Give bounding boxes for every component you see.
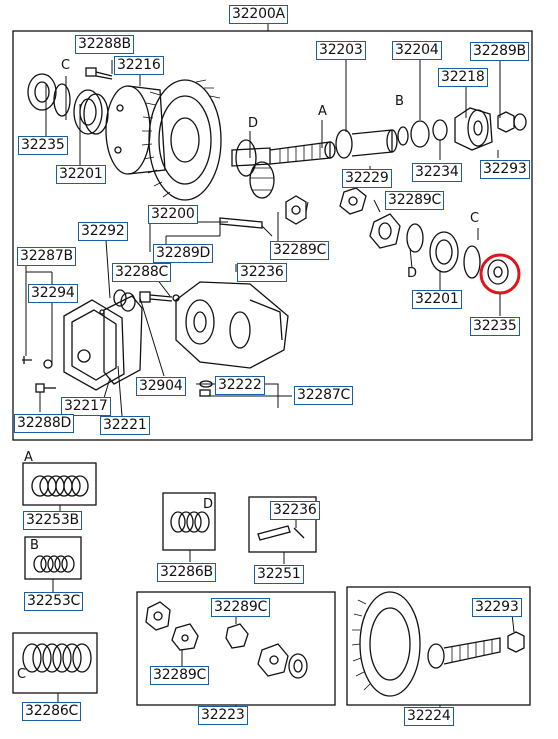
ring-pinion-set (346, 586, 531, 708)
letter-d-pinion: D (248, 116, 259, 131)
label-32234[interactable]: 32234 (412, 163, 462, 182)
label-32216[interactable]: 32216 (114, 56, 164, 75)
label-32289c-d[interactable]: 32289C (150, 666, 210, 685)
rear-cover (63, 299, 125, 391)
shim-c-right (463, 245, 481, 279)
label-32217[interactable]: 32217 (61, 397, 111, 416)
pinion-nut (497, 111, 527, 133)
label-32292[interactable]: 32292 (78, 222, 128, 241)
label-32235-right[interactable]: 32235 (470, 317, 520, 336)
label-32223[interactable]: 32223 (198, 706, 248, 725)
diff-gear-kit (136, 591, 336, 708)
label-32218[interactable]: 32218 (438, 68, 488, 87)
label-32288c[interactable]: 32288C (112, 263, 172, 282)
letter-b-shaft: B (395, 94, 404, 109)
letter-b-pack: B (30, 538, 39, 553)
label-32286c[interactable]: 32286C (22, 702, 82, 721)
label-32293-top[interactable]: 32293 (480, 160, 530, 179)
highlight-circle (479, 253, 521, 295)
letter-a-shaft: A (318, 104, 327, 119)
pinion-shaft (219, 217, 273, 237)
letter-d-pack: D (203, 497, 214, 512)
pinion-shaft-kit (248, 496, 317, 564)
letter-d-right: D (407, 266, 418, 281)
letter-c-pack: C (17, 667, 27, 682)
letter-c-right: C (470, 211, 480, 226)
diff-pinion-gears (285, 187, 367, 225)
gasket (103, 295, 143, 385)
label-32224[interactable]: 32224 (404, 707, 454, 726)
label-32253b[interactable]: 32253B (23, 511, 82, 530)
label-32287c[interactable]: 32287C (294, 386, 354, 405)
label-32235-top[interactable]: 32235 (18, 136, 68, 155)
label-32221[interactable]: 32221 (100, 416, 150, 435)
label-32289b[interactable]: 32289B (470, 42, 529, 61)
washer-d-right (406, 223, 424, 253)
breather (199, 380, 213, 397)
label-32289c-a[interactable]: 32289C (385, 191, 445, 210)
shim-pack-b (24, 536, 82, 592)
label-32251[interactable]: 32251 (254, 565, 304, 584)
label-32229[interactable]: 32229 (342, 169, 392, 188)
label-32289d[interactable]: 32289D (153, 244, 214, 263)
side-gear-right (369, 213, 401, 249)
pinion-assembly (231, 119, 448, 177)
shim-pack-c (12, 632, 98, 702)
small-bolts-left (22, 356, 56, 393)
label-32289c-b[interactable]: 32289C (270, 241, 330, 260)
label-32287b[interactable]: 32287B (17, 247, 76, 266)
shim-pack-d (162, 492, 216, 562)
label-32253c[interactable]: 32253C (24, 592, 84, 611)
letter-c-left: C (61, 58, 71, 73)
ring-gear (141, 79, 222, 201)
label-32222[interactable]: 32222 (215, 376, 265, 395)
plug-32292 (113, 289, 136, 312)
label-32289c-c[interactable]: 32289C (211, 598, 271, 617)
label-32286b[interactable]: 32286B (157, 563, 216, 582)
label-32293-bottom[interactable]: 32293 (472, 598, 522, 617)
label-32294[interactable]: 32294 (28, 284, 78, 303)
letter-a-pack: A (24, 450, 33, 465)
companion-flange (454, 107, 493, 151)
carrier-housing (175, 281, 289, 369)
label-32288b[interactable]: 32288B (75, 35, 134, 54)
label-32201-top[interactable]: 32201 (56, 165, 106, 184)
bearing-32229 (249, 161, 275, 199)
label-32904[interactable]: 32904 (136, 377, 186, 396)
label-32201-right[interactable]: 32201 (412, 290, 462, 309)
shim-c-left (53, 83, 71, 117)
shim-pack-a (22, 462, 97, 512)
oil-seal-left (27, 73, 57, 111)
label-32288d[interactable]: 32288D (14, 414, 75, 433)
label-32200a[interactable]: 32200A (229, 5, 288, 24)
label-32204[interactable]: 32204 (392, 41, 442, 60)
oil-seal-right (479, 253, 521, 295)
diff-case (105, 85, 166, 175)
bearing-left (73, 89, 109, 135)
bolt-32288b (85, 67, 113, 80)
bearing-right (429, 231, 459, 273)
bolt-32288c (139, 291, 180, 303)
label-32236-bottom[interactable]: 32236 (270, 501, 320, 520)
main-frame (12, 30, 533, 441)
label-32200[interactable]: 32200 (148, 205, 198, 224)
label-32236-top[interactable]: 32236 (237, 263, 287, 282)
label-32203[interactable]: 32203 (316, 41, 366, 60)
